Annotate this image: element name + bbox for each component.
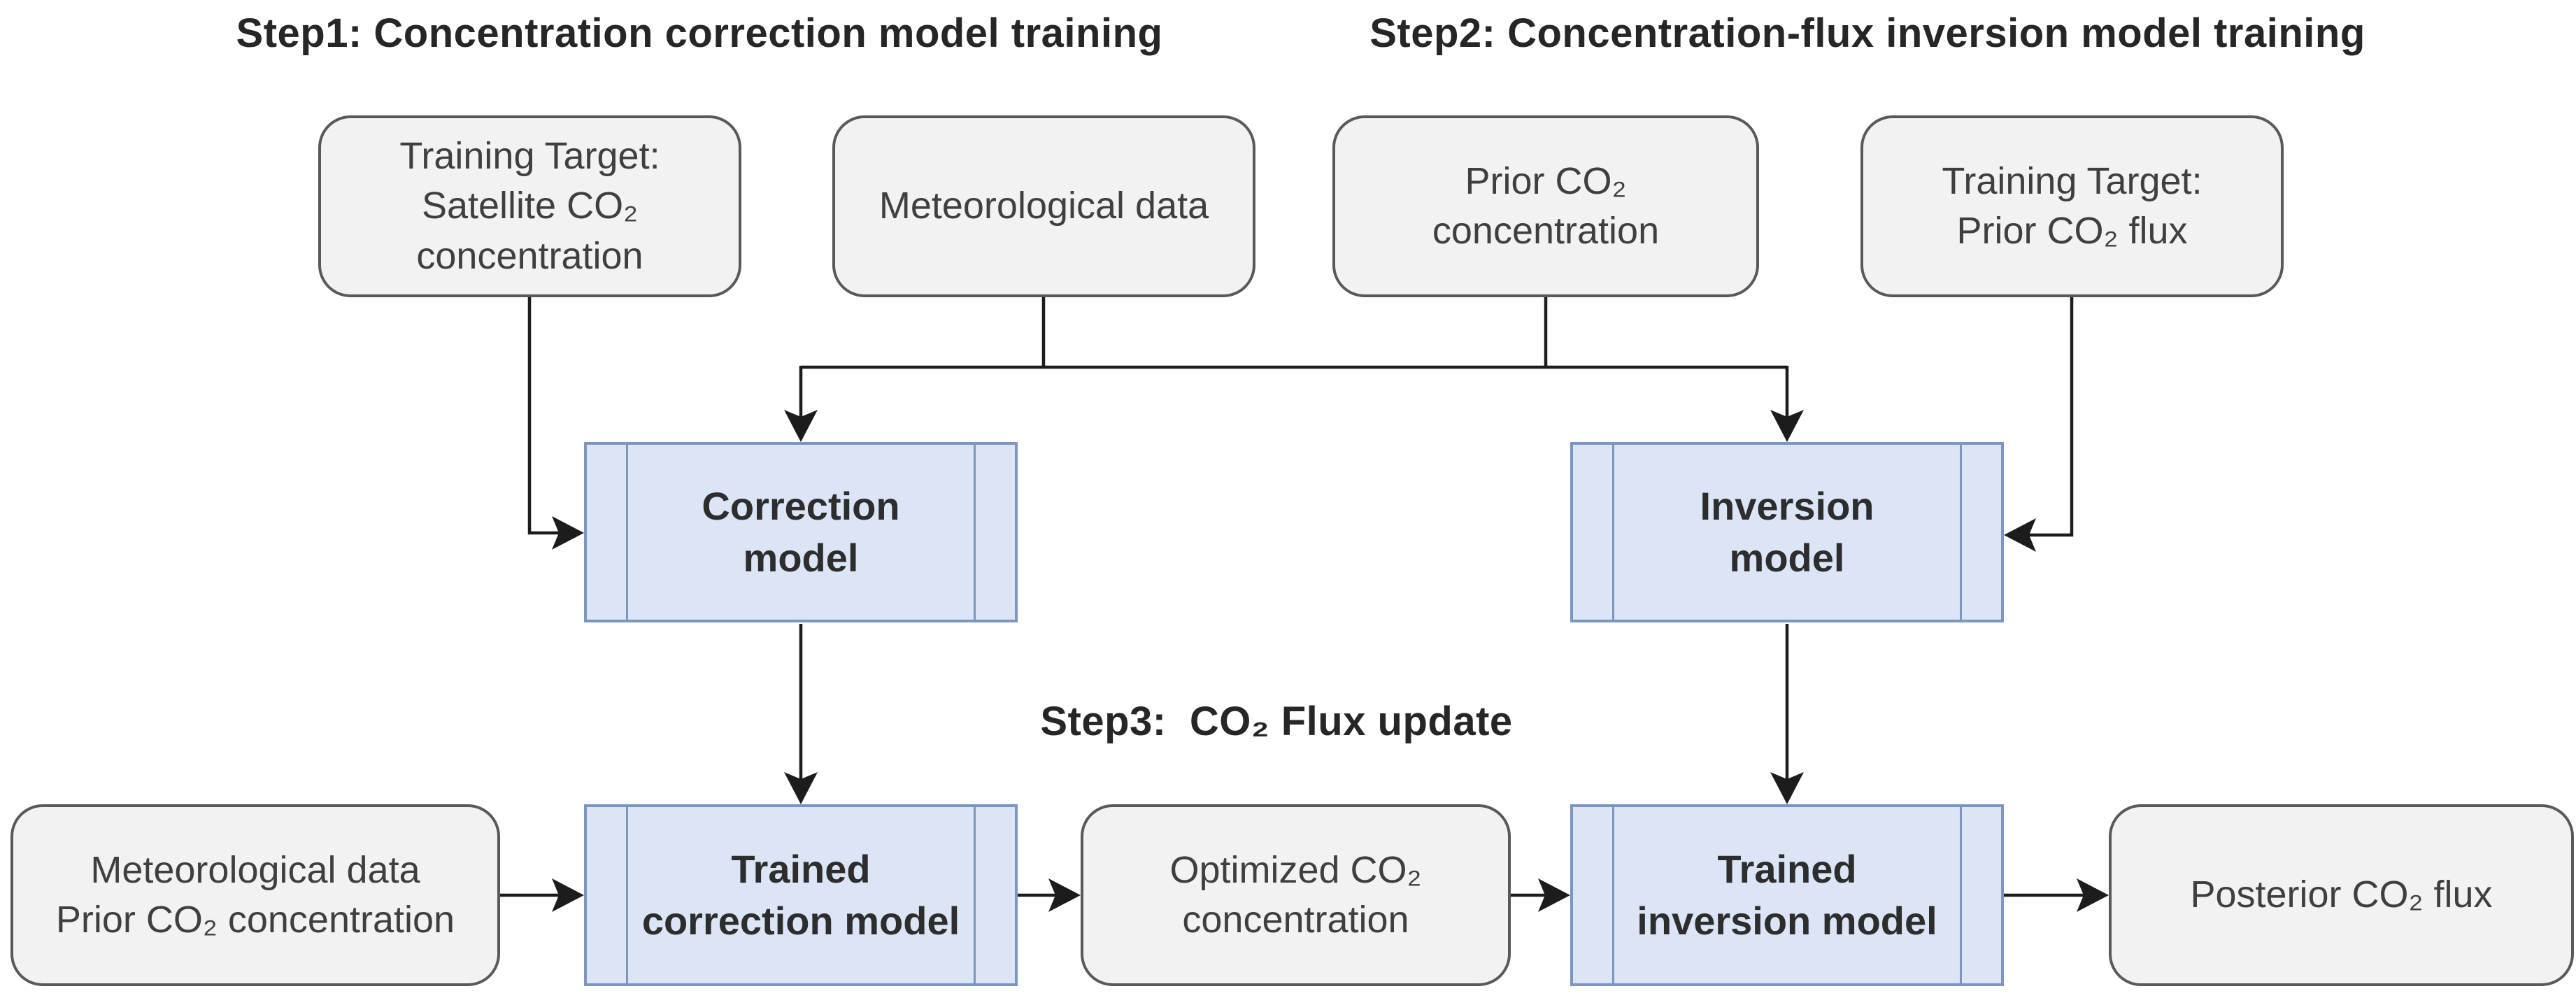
node-label: Prior CO₂ concentration [1432, 159, 1660, 252]
step3-heading: Step3: CO₂ Flux update [1040, 699, 1513, 744]
node-label: Training Target: Prior CO₂ flux [1942, 159, 2203, 252]
node-met-data-prior-co2: Meteorological data Prior CO₂ concentrat… [10, 804, 500, 986]
node-label: Meteorological data [878, 185, 1209, 227]
node-inversion-model: Inversion model [1570, 442, 2004, 622]
edge-satellite-to-correction [527, 297, 559, 535]
node-label: Correction model [702, 484, 900, 580]
edge-priorflux-to-inversion [2029, 297, 2074, 537]
node-prior-co2-concentration: Prior CO₂ concentration [1332, 115, 1759, 297]
node-optimized-co2: Optimized CO₂ concentration [1081, 804, 1511, 986]
node-trained-correction-model: Trained correction model [584, 804, 1018, 986]
arrowhead-bottom-3 [1538, 878, 1570, 912]
node-label: Training Target: Satellite CO₂ concentra… [399, 135, 660, 277]
node-training-target-prior-flux: Training Target: Prior CO₂ flux [1860, 115, 2284, 297]
node-label: Meteorological data Prior CO₂ concentrat… [55, 848, 455, 941]
arrowhead-bottom-2 [1048, 878, 1081, 912]
node-training-target-satellite: Training Target: Satellite CO₂ concentra… [318, 115, 741, 297]
arrowhead-into-inversion-right [2004, 518, 2036, 552]
node-meteorological-data: Meteorological data [832, 115, 1255, 297]
step2-heading: Step2: Concentration-flux inversion mode… [1369, 10, 2365, 56]
node-label: Inversion model [1700, 484, 1874, 580]
arrowhead-bottom-4 [2077, 878, 2109, 912]
node-label: Posterior CO₂ flux [2190, 874, 2493, 916]
node-trained-inversion-model: Trained inversion model [1570, 804, 2004, 986]
arrowhead-into-trained-inversion [1770, 772, 1804, 804]
arrowhead-into-correction-top [784, 410, 818, 442]
node-label: Optimized CO₂ concentration [1169, 848, 1422, 941]
arrowhead-into-trained-correction [784, 772, 818, 804]
arrowhead-bottom-1 [552, 878, 584, 912]
arrowhead-into-inversion-top [1770, 410, 1804, 442]
node-correction-model: Correction model [584, 442, 1018, 622]
step1-heading: Step1: Concentration correction model tr… [236, 10, 1163, 56]
arrowhead-into-correction-left [552, 516, 584, 550]
node-posterior-co2-flux: Posterior CO₂ flux [2109, 804, 2574, 986]
node-label: Trained inversion model [1637, 847, 1937, 943]
node-label: Trained correction model [641, 847, 960, 943]
